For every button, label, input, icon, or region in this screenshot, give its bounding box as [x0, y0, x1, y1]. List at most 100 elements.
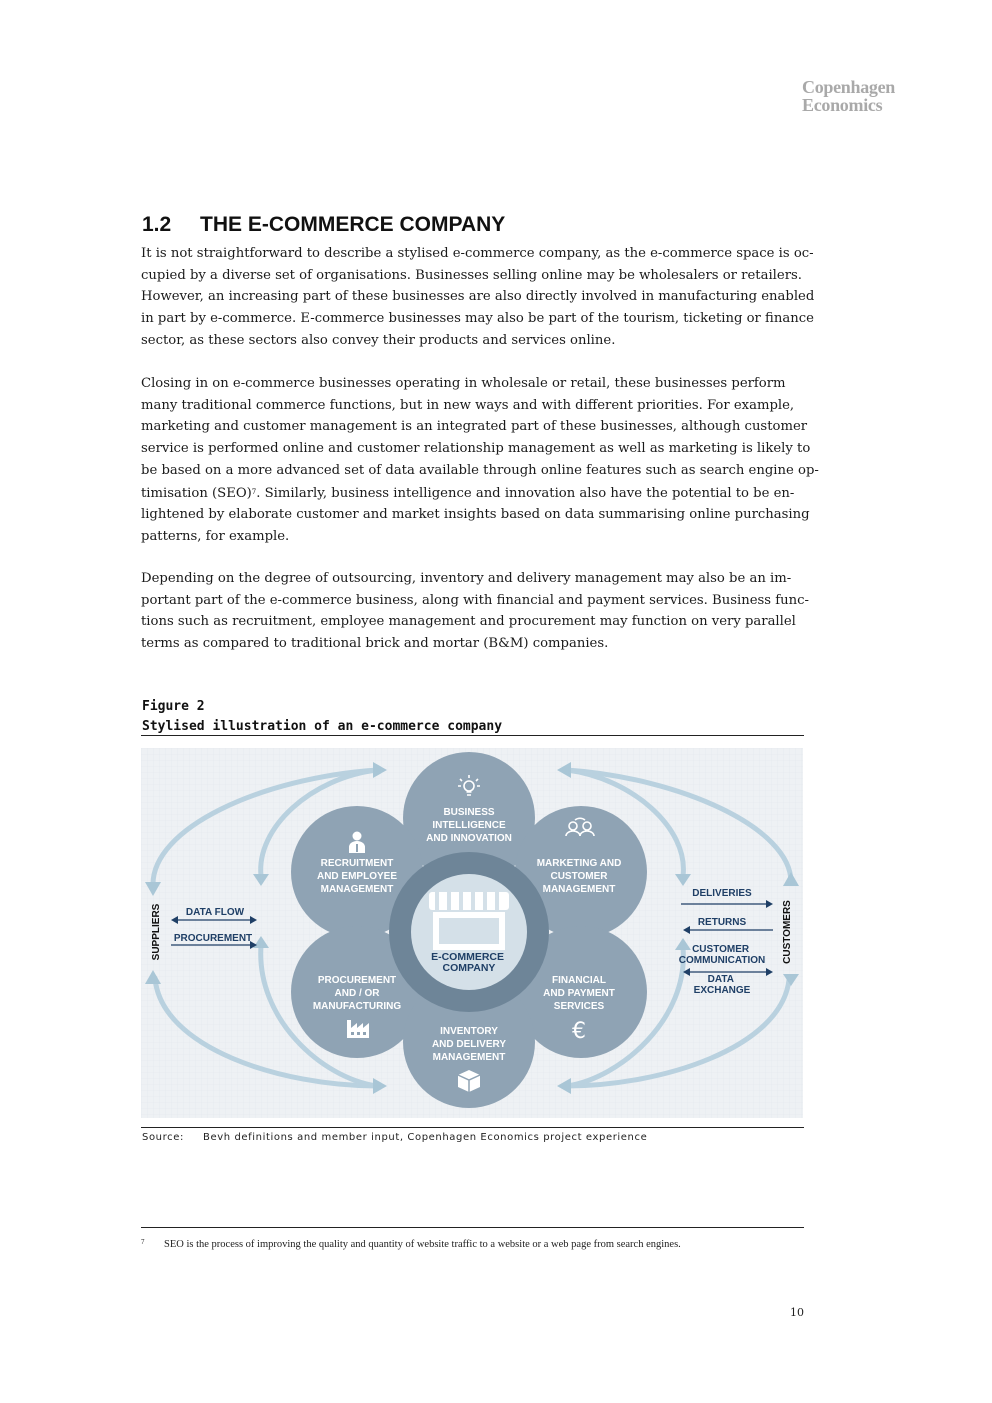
lightbulb-icon [458, 775, 480, 796]
bottom-circle-label-3: MANAGEMENT [433, 1052, 506, 1063]
customer-communication-label-2: COMMUNICATION [679, 955, 765, 966]
outer-arrowheads [145, 762, 799, 1094]
ecommerce-company-diagram: E-COMMERCE COMPANY BUSINESS INTELLIGENCE A… [141, 748, 803, 1118]
lower-left-circle-label-2: AND / OR [335, 988, 381, 999]
copenhagen-economics-logo: Copenhagen Economics [802, 78, 942, 114]
circle-top [403, 752, 535, 884]
page-number: 10 [790, 1306, 804, 1319]
section-title: THE E-COMMERCE COMPANY [200, 213, 506, 236]
customers-label: CUSTOMERS [782, 900, 793, 964]
text-line: patterns, for example. [141, 528, 290, 544]
logo-line-2: Economics [802, 95, 883, 115]
text-line: However, an increasing part of these bus… [141, 289, 815, 305]
text-line: It is not straightforward to describe a … [141, 246, 814, 261]
paragraph-1: It is not straightforward to describe a … [141, 243, 815, 352]
figure-caption: Figure 2 Stylised illustration of an e-c… [142, 697, 804, 737]
text-line: terms as compared to traditional brick a… [141, 636, 609, 652]
circle-upper-right [515, 806, 647, 938]
top-circle-label-3: AND INNOVATION [426, 833, 512, 844]
bottom-circle-label-1: INVENTORY [440, 1026, 498, 1037]
section-heading: 1.2 THE E-COMMERCE COMPANY [142, 213, 505, 237]
figure-source: Source: Bevh definitions and member input… [142, 1132, 647, 1143]
person-icon [349, 831, 365, 853]
euro-icon: € [572, 1019, 586, 1044]
figure-top-rule [141, 735, 804, 736]
lower-left-circle-label-3: MANUFACTURING [313, 1001, 402, 1012]
lower-right-circle-label-2: AND PAYMENT [543, 988, 615, 999]
center-label-2: COMPANY [443, 962, 496, 974]
figure-label: Figure 2 [142, 699, 205, 714]
customer-support-icon [565, 817, 595, 837]
top-circle-label-2: INTELLIGENCE [432, 820, 506, 831]
data-flow-label: DATA FLOW [186, 907, 245, 918]
circle-lower-right [515, 926, 647, 1058]
logo-line-1: Copenhagen [802, 77, 896, 97]
text-line: marketing and customer management is an … [141, 419, 808, 435]
circle-upper-left [291, 806, 423, 938]
returns-label: RETURNS [698, 917, 747, 928]
text-fragment: timisation (SEO) [141, 485, 252, 501]
circle-lower-left [291, 926, 423, 1058]
text-line: Closing in on e-commerce businesses oper… [141, 376, 786, 391]
lower-right-circle-label-1: FINANCIAL [552, 975, 606, 986]
upper-left-circle-label-1: RECRUITMENT [321, 858, 394, 869]
right-flow-arrows [681, 900, 773, 976]
section-number: 1.2 [142, 213, 172, 236]
figure-title: Stylised illustration of an e-commerce c… [142, 719, 503, 734]
procurement-flow-label: PROCUREMENT [174, 933, 252, 944]
footnote-marker: 7 [141, 1238, 145, 1246]
svg-text:€: € [572, 1019, 586, 1044]
text-line: Depending on the degree of outsourcing, … [141, 571, 792, 586]
left-flow-arrows [171, 916, 257, 949]
footnote: 7 SEO is the process of improving the qua… [141, 1238, 681, 1250]
box-icon [457, 1070, 481, 1092]
footnote-rule [141, 1227, 804, 1228]
source-label: Source: [142, 1132, 184, 1143]
text-line: be based on a more advanced set of data … [141, 462, 819, 478]
svg-text:CUSTOMER COMMUNICATION: CUSTOMER COMMUNICATION [679, 944, 765, 966]
text-line: cupied by a diverse set of organisations… [141, 267, 802, 283]
data-exchange-label-1: DATA [708, 974, 734, 985]
text-line: service is performed online and customer… [141, 441, 811, 457]
lower-right-circle-label-3: SERVICES [554, 1001, 605, 1012]
svg-text:E-COMMERCE COMPANY: E-COMMERCE COMPANY [431, 951, 507, 974]
upper-right-circle-label-2: CUSTOMER [550, 871, 608, 882]
text-line: tions such as recruitment, employee mana… [141, 614, 796, 630]
text-line: in part by e-commerce. E-commerce busine… [141, 311, 814, 327]
lower-left-circle-label-1: PROCUREMENT [318, 975, 396, 986]
paragraph-3: Depending on the degree of outsourcing, … [141, 568, 809, 655]
outer-flow-arrows [150, 767, 794, 1089]
bottom-circle-label-2: AND DELIVERY [432, 1039, 506, 1050]
figure-bottom-rule [141, 1127, 804, 1128]
upper-left-circle-label-2: AND EMPLOYEE [317, 871, 397, 882]
center-label-1: E-COMMERCE [431, 951, 504, 963]
data-exchange-label-2: EXCHANGE [694, 985, 751, 996]
text-line-with-footnote: timisation (SEO)7. Similarly, business i… [141, 482, 805, 505]
upper-right-circle-label-3: MANAGEMENT [543, 884, 616, 895]
circle-bottom [403, 976, 535, 1108]
text-fragment: . Similarly, business intelligence and i… [256, 485, 795, 501]
paragraph-2: Closing in on e-commerce businesses oper… [141, 373, 819, 548]
text-line: portant part of the e-commerce business,… [141, 592, 809, 608]
text-line: many traditional commerce functions, but… [141, 397, 795, 413]
customer-communication-label-1: CUSTOMER [692, 944, 750, 955]
factory-icon [347, 1020, 369, 1038]
footnote-reference[interactable]: 7 [251, 487, 257, 496]
svg-text:DATA EXCHANGE: DATA EXCHANGE [694, 974, 751, 996]
upper-right-circle-label-1: MARKETING AND [537, 858, 622, 869]
footnote-text: SEO is the process of improving the qual… [164, 1239, 681, 1250]
text-line: lightened by elaborate customer and mark… [141, 507, 810, 523]
deliveries-label: DELIVERIES [692, 888, 752, 899]
top-circle-label-1: BUSINESS [443, 807, 494, 818]
text-line: sector, as these sectors also convey the… [141, 332, 616, 348]
upper-left-circle-label-3: MANAGEMENT [321, 884, 394, 895]
suppliers-label: SUPPLIERS [151, 903, 162, 960]
storefront-icon [429, 892, 509, 950]
source-text: Bevh definitions and member input, Copen… [203, 1132, 648, 1143]
